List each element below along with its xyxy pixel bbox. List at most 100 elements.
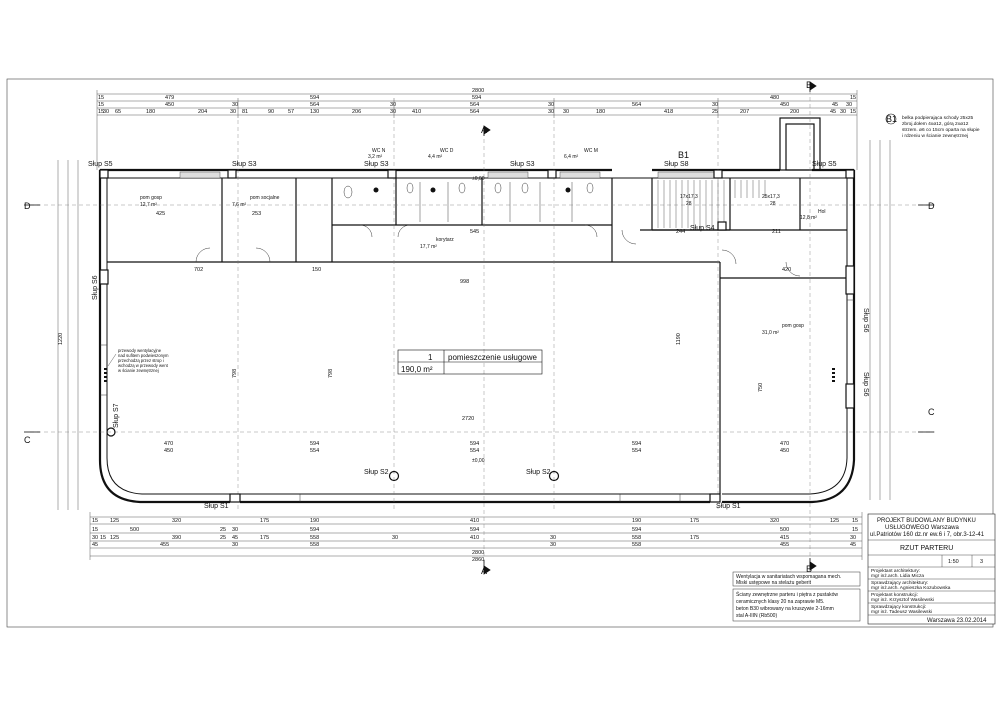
title-block-sheet-number: 3 bbox=[980, 559, 983, 565]
svg-text:90: 90 bbox=[268, 109, 274, 115]
dim-bottom-overall: 2800 bbox=[472, 550, 484, 556]
column-s4 bbox=[717, 221, 727, 231]
svg-text:30: 30 bbox=[846, 102, 852, 108]
column-labels: Słup S5 Słup S3 Słup S3 Słup S3 Słup S8 … bbox=[88, 161, 869, 510]
column-s5-left bbox=[99, 169, 109, 179]
title-block-project: PROJEKT BUDOWLANY BUDYNKU USŁUGOWEGO War… bbox=[870, 518, 985, 538]
top-dimensions: 2800 15 479 594 594 480 15 15 450 30 564… bbox=[98, 88, 856, 115]
svg-text:390: 390 bbox=[172, 535, 181, 541]
svg-text:30: 30 bbox=[390, 109, 396, 115]
svg-text:594: 594 bbox=[310, 441, 319, 447]
svg-text:479: 479 bbox=[165, 95, 174, 101]
dim-top-overall: 2800 bbox=[472, 88, 484, 94]
svg-text:425: 425 bbox=[156, 211, 165, 217]
column-s8 bbox=[713, 169, 723, 179]
room-8-name: pom gosp bbox=[782, 323, 804, 329]
title-block bbox=[867, 513, 996, 625]
svg-text:594: 594 bbox=[310, 95, 319, 101]
windows bbox=[100, 299, 854, 502]
svg-text:45: 45 bbox=[830, 109, 836, 115]
svg-text:stal A-IIIN (Rb500): stal A-IIIN (Rb500) bbox=[736, 613, 777, 619]
main-room-area: 190,0 m² bbox=[401, 365, 433, 374]
svg-text:558: 558 bbox=[310, 535, 319, 541]
svg-text:500: 500 bbox=[130, 527, 139, 533]
column-s5-right bbox=[845, 169, 855, 179]
room-5-area: 6,4 m² bbox=[564, 154, 579, 160]
svg-text:594: 594 bbox=[632, 527, 641, 533]
label-s2-left: Słup S2 bbox=[364, 469, 389, 476]
svg-text:przewody wentylacyjne: przewody wentylacyjne bbox=[118, 348, 162, 353]
ventilation-ducts bbox=[104, 368, 835, 382]
svg-text:30: 30 bbox=[92, 535, 98, 541]
svg-text:554: 554 bbox=[470, 448, 479, 454]
room-2-area: 7,6 m² bbox=[232, 202, 247, 208]
svg-text:15: 15 bbox=[98, 102, 104, 108]
label-s1-right: Słup S1 bbox=[716, 503, 741, 510]
svg-text:320: 320 bbox=[770, 518, 779, 524]
svg-text:Miski ustępowe na stelażu gebe: Miski ustępowe na stelażu geberit bbox=[736, 580, 812, 586]
svg-text:190: 190 bbox=[310, 518, 319, 524]
svg-text:15: 15 bbox=[92, 527, 98, 533]
room-5-name: WC M bbox=[584, 148, 598, 154]
partition-walls bbox=[419, 182, 573, 222]
room-7-name: Hol bbox=[818, 209, 826, 215]
room-8-area: 31,0 m² bbox=[762, 330, 779, 336]
svg-text:558: 558 bbox=[310, 542, 319, 548]
svg-text:ul.Patriotów 160 dz.nr ew.6 i: ul.Patriotów 160 dz.nr ew.6 i 7, obr.3-1… bbox=[870, 532, 985, 538]
svg-text:125: 125 bbox=[110, 518, 119, 524]
svg-text:998: 998 bbox=[460, 279, 469, 285]
section-c-right: C bbox=[928, 407, 935, 417]
room-7-area: 12,8 m² bbox=[800, 215, 817, 221]
svg-text:mgr inż. Tadeusz Wasilewski: mgr inż. Tadeusz Wasilewski bbox=[871, 609, 932, 615]
inner-dimensions: 2720 470 594 594 594 470 450 554 554 554… bbox=[58, 211, 791, 454]
stair-2-tread: 28 bbox=[770, 201, 776, 207]
svg-text:15: 15 bbox=[850, 109, 856, 115]
ventilation-leader bbox=[107, 353, 117, 367]
svg-text:175: 175 bbox=[260, 518, 269, 524]
svg-text:strzem. ø6 co 15cm oparta na s: strzem. ø6 co 15cm oparta na słupie bbox=[902, 127, 980, 133]
section-arrows bbox=[24, 81, 934, 575]
title-block-scale: 1:50 bbox=[948, 559, 959, 565]
svg-text:564: 564 bbox=[470, 102, 479, 108]
section-b1-plan: B1 bbox=[678, 150, 689, 160]
svg-text:57: 57 bbox=[288, 109, 294, 115]
sanitary-note-box bbox=[732, 571, 861, 587]
label-s8: Słup S8 bbox=[664, 161, 689, 168]
svg-text:30: 30 bbox=[392, 535, 398, 541]
section-a-top: A bbox=[481, 125, 487, 135]
dim-interior-width: 2720 bbox=[462, 416, 474, 422]
label-s3-c: Słup S3 bbox=[510, 161, 535, 168]
svg-text:30: 30 bbox=[550, 542, 556, 548]
room-6-area: 17,7 m² bbox=[420, 244, 437, 250]
svg-text:206: 206 bbox=[352, 109, 361, 115]
svg-text:USŁUGOWEGO Warszawa: USŁUGOWEGO Warszawa bbox=[885, 525, 959, 531]
svg-text:30: 30 bbox=[550, 535, 556, 541]
room-4-area: 4,4 m² bbox=[428, 154, 443, 160]
svg-text:beton B30 wibrowany na kruszyw: beton B30 wibrowany na kruszywie 2-16mm bbox=[736, 606, 834, 612]
svg-text:30: 30 bbox=[232, 102, 238, 108]
svg-text:mgr inż.arch. Agnieszka Kozubo: mgr inż.arch. Agnieszka Kozubowska bbox=[871, 585, 951, 591]
svg-text:15: 15 bbox=[850, 95, 856, 101]
svg-text:15: 15 bbox=[852, 527, 858, 533]
svg-text:w ścianie zewnętrznej: w ścianie zewnętrznej bbox=[118, 368, 159, 373]
svg-text:450: 450 bbox=[165, 102, 174, 108]
main-room-name: pomieszczenie usługowe bbox=[448, 353, 537, 362]
level-main: ±0,00 bbox=[472, 458, 485, 464]
svg-text:244: 244 bbox=[676, 229, 685, 235]
main-room-label-box bbox=[397, 349, 543, 375]
room-2-name: pom socjalne bbox=[250, 195, 280, 201]
svg-text:798: 798 bbox=[328, 369, 334, 378]
svg-text:30: 30 bbox=[548, 109, 554, 115]
section-b1-note: B1 bbox=[886, 114, 897, 124]
stair-1-tread: 28 bbox=[686, 201, 692, 207]
stair-labels: 17x17,3 28 25x17,3 28 bbox=[680, 194, 780, 207]
column-markers bbox=[99, 169, 855, 503]
sanitary-note: Wentylacja w sanitariatach wspomagana me… bbox=[736, 574, 841, 586]
label-s5-right: Słup S5 bbox=[812, 161, 837, 168]
svg-text:204: 204 bbox=[198, 109, 207, 115]
section-b-top: B bbox=[806, 80, 812, 90]
svg-text:410: 410 bbox=[470, 535, 479, 541]
svg-text:450: 450 bbox=[780, 448, 789, 454]
label-s6-left: Słup S6 bbox=[92, 275, 99, 300]
svg-text:410: 410 bbox=[470, 518, 479, 524]
